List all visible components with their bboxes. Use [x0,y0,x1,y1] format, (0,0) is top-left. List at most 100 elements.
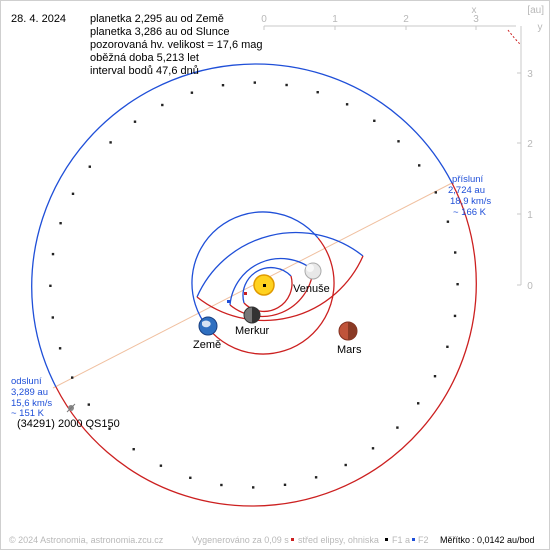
orbit-point [109,141,112,144]
orbit-point [417,402,420,405]
aphelion-speed: 15,6 km/s [11,398,53,409]
orbit-point [161,103,164,107]
ellipse-center-marker [244,292,247,295]
info-period: oběžná doba 5,213 let [90,52,199,64]
perihelion-temp: ~ 166 K [453,207,487,218]
footer-f1-legend: F1 a [392,535,411,545]
focus-f2-marker [227,300,230,303]
mercury-label: Merkur [235,325,270,337]
footer-copyright: © 2024 Astronomia, astronomia.zcu.cz [9,535,164,545]
mars-orbit-near [196,255,364,322]
venus-label: Venuše [293,283,330,295]
orbit-point-markers [49,81,459,489]
date-label: 28. 4. 2024 [11,13,67,25]
orbit-point [418,164,421,167]
earth-orbit-far [191,211,319,329]
center-legend-marker [291,538,294,541]
orbit-point [49,284,52,287]
y-tick-label-2: 2 [527,139,533,150]
orbit-point [397,140,400,143]
orbit-point [345,103,349,106]
orbit-point [59,222,62,225]
orbit-point [108,427,111,430]
orbit-point [189,476,192,479]
y-tick-label-1: 1 [527,210,533,221]
orbit-point [133,120,137,123]
earth-land [202,320,211,328]
info-magnitude: pozorovaná hv. velikost = 17,6 mag [90,39,263,51]
f1-legend-marker [385,538,388,541]
footer-scale-value: : 0,0142 au/bod [472,535,535,545]
aphelion-temp: ~ 151 K [11,408,45,419]
perihelion-title: přísluní [452,174,484,185]
mercury-shade [252,307,260,323]
orbit-point [51,316,54,319]
orbit-point [446,345,449,348]
orbit-point [88,165,91,168]
aphelion-distance: 3,289 au [11,387,48,398]
orbit-point [433,375,437,378]
mercury-orbit-far [242,266,292,304]
y-tick-label-3: 3 [527,69,533,80]
footer-center-legend: střed elipsy, ohniska [298,535,379,545]
asteroid-orbit-near [55,182,477,507]
orbit-point [252,486,255,489]
orbit-point [220,483,223,487]
x-axis-label: x [472,5,477,16]
footer-f2-legend: F2 [418,535,429,545]
corner-orbit-arc [507,29,521,45]
orbit-point [456,283,459,286]
venus-orbit-far [229,257,314,306]
venus-shade [306,264,314,272]
orbit-point [434,191,437,194]
orbit-point [344,463,347,467]
orbit-point [283,483,287,486]
x-tick-label-0: 0 [261,14,267,25]
orbit-point [253,81,256,84]
x-tick-label-1: 1 [332,14,338,25]
apsis-line [52,182,453,389]
perihelion-speed: 18,9 km/s [450,196,492,207]
info-interval: interval bodů 47,6 dnů [90,65,199,77]
orbit-point [132,448,135,451]
footer-scale-label: Měřítko [440,535,471,545]
orbit-point [71,192,75,195]
mars-label: Mars [337,344,362,356]
orbit-point [316,91,319,94]
earth-label: Země [193,339,221,351]
aphelion-title: odsluní [11,376,42,387]
asteroid-orbit-far [31,63,453,388]
x-tick-label-3: 3 [473,14,479,25]
orbit-point [396,426,399,429]
orbit-point [453,314,457,318]
orbit-point [71,376,74,379]
unit-label: [au] [527,5,544,16]
orbit-point [87,403,90,406]
focus-f1-marker [263,284,266,287]
info-distance-earth: planetka 2,295 au od Země [90,13,224,25]
orbit-point [314,476,318,479]
asteroid-position-mark [66,403,76,413]
orbit-point [58,347,62,350]
orbit-point [285,83,288,87]
mars-orbit-far [196,231,364,298]
footer-generated: Vygenerováno za 0,09 s [192,535,289,545]
x-tick-label-2: 2 [403,14,409,25]
mars-shade [348,322,357,340]
orbit-point [454,251,457,254]
orbit-point [371,447,375,450]
orbit-point [221,84,225,87]
perihelion-distance: 2,724 au [448,185,485,196]
venus-orbit-near [229,269,314,318]
y-tick-label-0: 0 [527,281,533,292]
y-axis-label: y [538,22,543,33]
earth-orbit-near [207,237,335,355]
orbit-point [446,220,450,223]
orbit-point [373,119,376,122]
info-distance-sun: planetka 3,286 au od Slunce [90,26,230,38]
f2-legend-marker [412,538,415,541]
asteroid-label: (34291) 2000 QS150 [17,418,120,430]
orbit-point [51,252,55,256]
orbit-point [159,464,163,467]
